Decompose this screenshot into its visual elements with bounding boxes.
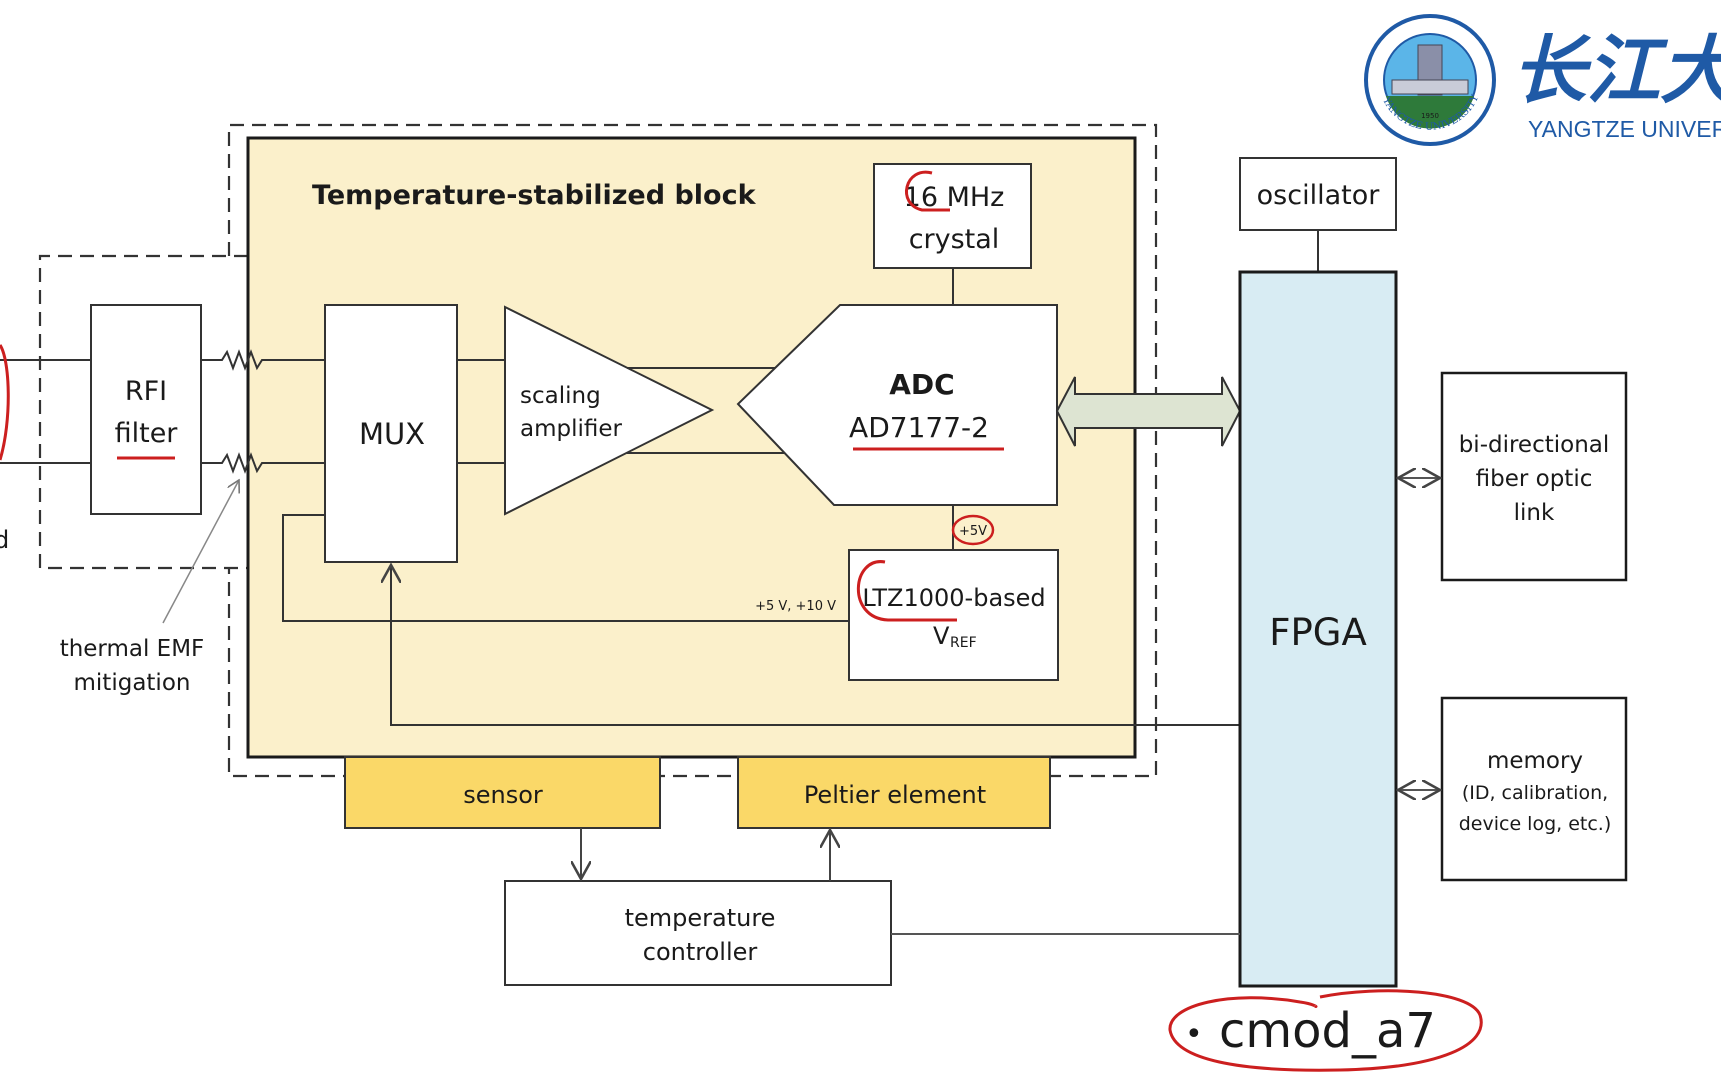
left-cut-text: d [0,526,9,554]
resistor-top-icon [201,349,325,371]
thermal-emf-label-1: thermal EMF [60,636,205,662]
peltier-label: Peltier element [804,781,986,809]
memory-detail-2: device log, etc.) [1459,813,1612,835]
seal-lawn [1386,96,1474,129]
seal-building-wing [1391,79,1469,95]
amplifier-label-2: amplifier [520,416,623,442]
amplifier-label-1: scaling [520,383,601,409]
crystal-frequency: 16 MHz [904,182,1005,213]
university-logo: 1950 YANGTZE UNIVERSITY 长江大 YANGTZE UNIV… [1364,14,1721,146]
logo-chinese-name: 长江大 [1512,28,1721,114]
stabilized-block-title: Temperature-stabilized block [312,180,757,211]
vref-subscript: REF [950,635,977,651]
adc-block: ADC AD7177-2 [736,304,1058,506]
cmod-a7-annotation: • cmod_a7 [1168,989,1483,1072]
mux-label: MUX [359,417,425,451]
temp-controller-label-1: temperature [625,904,776,932]
fiber-label-3: link [1514,500,1555,526]
annotation-red-circle-left [0,344,10,461]
adc-supply-label: +5V [959,524,987,539]
fiber-label-2: fiber optic [1476,466,1593,492]
annotation-red-ellipse [1168,989,1483,1072]
memory-detail-1: (ID, calibration, [1462,782,1608,804]
vref-block: LTZ1000-based V REF [848,549,1059,681]
supply-5v-red-circle [951,514,995,546]
fiber-optic-block: bi-directional fiber optic link [1440,371,1628,582]
vref-mux-line [282,514,849,622]
sensor-label: sensor [463,781,543,809]
memory-block: memory (ID, calibration, device log, etc… [1440,696,1628,882]
vref-label: LTZ1000-based [862,584,1045,612]
rfi-filter-label-2: filter [115,418,179,449]
thermal-emf-pointer [162,480,239,624]
fiber-label-1: bi-directional [1459,432,1610,458]
crystal-block: 16 MHz crystal [873,163,1032,269]
fpga-mux-control-line [391,565,1240,726]
fpga-label: FPGA [1269,611,1367,654]
logo-english-name: YANGTZE UNIVER [1528,116,1721,142]
rfi-filter-block: RFI filter [90,304,202,515]
mux-block: MUX [324,304,458,563]
fpga-block: FPGA [1238,270,1398,988]
temp-controller-label-2: controller [643,938,758,966]
adc-part-number: AD7177-2 [849,411,989,444]
annotation-bullet: • [1185,1017,1203,1052]
crystal-red-mark [905,170,950,212]
vref-red-mark [856,560,957,622]
crystal-label: crystal [909,224,1000,255]
sensor-block: sensor [344,756,661,829]
vref-supply-label: +5 V, +10 V [755,599,836,614]
annotation-note: cmod_a7 [1219,1003,1436,1059]
rfi-filter-label-1: RFI [125,376,167,407]
shield-dashed-outer [227,123,1158,778]
thermal-emf-label-2: mitigation [74,670,191,696]
resistor-bottom-icon [201,452,325,474]
temperature-controller-block: temperature controller [504,880,892,986]
oscillator-block: oscillator [1239,157,1397,231]
oscillator-label: oscillator [1257,180,1381,211]
vref-symbol: V [933,622,950,650]
peltier-block: Peltier element [737,756,1051,829]
adc-title: ADC [889,368,954,401]
memory-label: memory [1487,748,1583,774]
seal-year: 1950 [1421,112,1439,120]
input-shield-dashed [38,254,248,570]
scaling-amplifier: scaling amplifier [504,305,715,516]
